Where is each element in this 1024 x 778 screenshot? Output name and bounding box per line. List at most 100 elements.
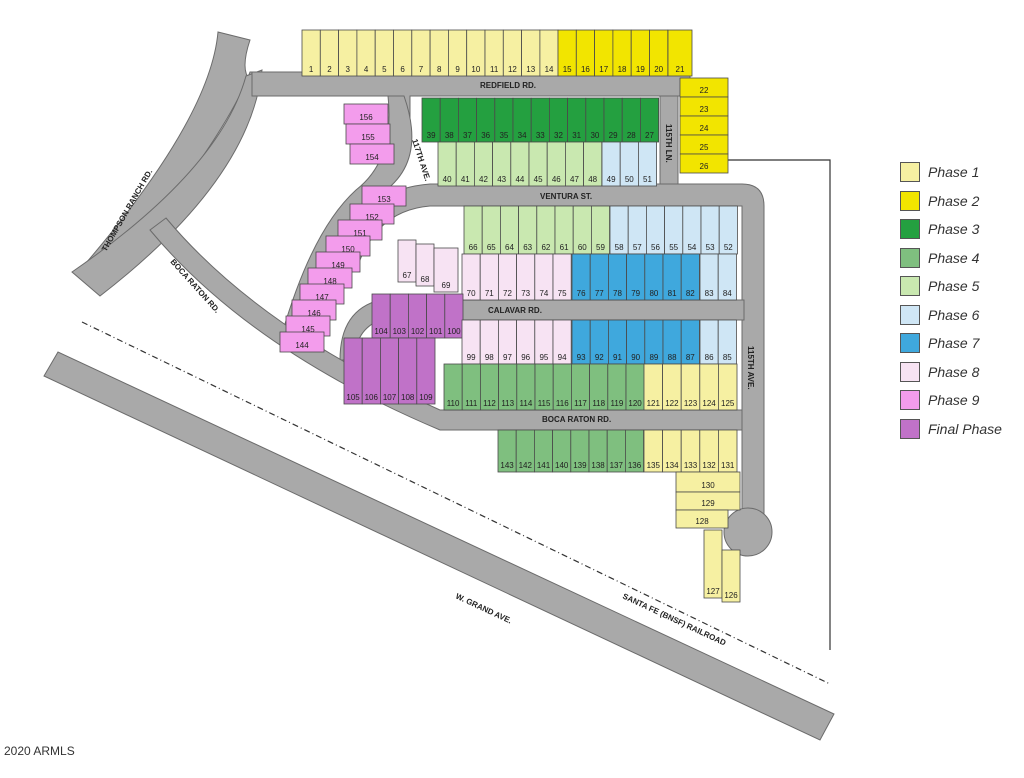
lot-31: 31 <box>567 97 587 143</box>
svg-text:112: 112 <box>483 399 496 408</box>
svg-text:61: 61 <box>560 243 569 252</box>
lot-129: 129 <box>675 491 741 511</box>
lot-104: 104 <box>371 293 391 339</box>
lot-99: 99 <box>461 319 481 365</box>
svg-text:11: 11 <box>490 65 499 74</box>
svg-text:152: 152 <box>365 213 379 222</box>
svg-text:104: 104 <box>374 327 388 336</box>
lot-63: 63 <box>518 205 538 255</box>
svg-text:129: 129 <box>701 499 715 508</box>
lot-141: 141 <box>534 429 554 473</box>
svg-text:53: 53 <box>706 243 715 252</box>
svg-text:111: 111 <box>465 399 478 408</box>
svg-text:21: 21 <box>676 65 685 74</box>
svg-text:96: 96 <box>521 353 530 362</box>
lot-41: 41 <box>455 141 475 187</box>
lot-85: 85 <box>717 319 737 365</box>
lot-18: 18 <box>612 29 632 77</box>
lot-35: 35 <box>494 97 514 143</box>
legend-item: Phase 3 <box>900 215 1020 244</box>
svg-text:71: 71 <box>485 289 494 298</box>
svg-text:45: 45 <box>534 175 543 184</box>
lot-120: 120 <box>625 363 645 411</box>
svg-text:28: 28 <box>627 131 636 140</box>
svg-text:150: 150 <box>341 245 355 254</box>
lot-100: 100 <box>444 293 464 339</box>
svg-text:60: 60 <box>578 243 587 252</box>
svg-text:84: 84 <box>723 289 732 298</box>
lot-9: 9 <box>447 29 468 77</box>
svg-text:76: 76 <box>577 289 586 298</box>
svg-text:93: 93 <box>577 353 586 362</box>
ave-115-road-label: 115TH AVE. <box>746 346 755 390</box>
svg-text:106: 106 <box>365 393 379 402</box>
lot-70: 70 <box>461 253 481 301</box>
svg-text:34: 34 <box>518 131 527 140</box>
svg-text:86: 86 <box>705 353 714 362</box>
svg-text:91: 91 <box>613 353 622 362</box>
lot-136: 136 <box>625 429 645 473</box>
legend-label: Phase 6 <box>928 306 980 323</box>
lot-77: 77 <box>589 253 609 301</box>
lot-17: 17 <box>594 29 614 77</box>
lot-11: 11 <box>484 29 504 77</box>
legend-swatch <box>900 276 920 297</box>
lot-125: 125 <box>718 363 738 411</box>
svg-text:55: 55 <box>669 243 678 252</box>
svg-text:85: 85 <box>723 353 732 362</box>
svg-text:59: 59 <box>596 243 605 252</box>
svg-text:115: 115 <box>538 399 551 408</box>
lot-38: 38 <box>439 97 459 143</box>
legend-item: Phase 2 <box>900 187 1020 216</box>
lot-20: 20 <box>649 29 669 77</box>
svg-text:153: 153 <box>377 195 391 204</box>
lot-113: 113 <box>498 363 518 411</box>
grand-ave-road-label: W. GRAND AVE. <box>454 592 513 626</box>
legend-label: Phase 9 <box>928 392 980 409</box>
lot-155: 155 <box>345 123 391 145</box>
lot-102: 102 <box>407 293 427 339</box>
svg-text:128: 128 <box>695 517 709 526</box>
lot-82: 82 <box>680 253 700 301</box>
svg-text:6: 6 <box>400 65 405 74</box>
svg-text:57: 57 <box>633 243 642 252</box>
svg-text:8: 8 <box>437 65 442 74</box>
svg-text:29: 29 <box>609 131 618 140</box>
svg-text:80: 80 <box>649 289 658 298</box>
svg-text:66: 66 <box>469 243 478 252</box>
lot-93: 93 <box>571 319 591 365</box>
svg-text:18: 18 <box>618 65 627 74</box>
legend-item: Final Phase <box>900 415 1020 444</box>
lot-142: 142 <box>515 429 535 473</box>
svg-text:154: 154 <box>365 153 379 162</box>
lot-74: 74 <box>534 253 554 301</box>
lot-24: 24 <box>679 115 729 136</box>
lot-115: 115 <box>534 363 554 411</box>
boca-raton-road <box>149 217 743 431</box>
lot-143: 143 <box>497 429 517 473</box>
lot-137: 137 <box>606 429 626 473</box>
lot-58: 58 <box>609 205 629 255</box>
thompson-ranch-road-main <box>71 69 263 297</box>
lot-118: 118 <box>589 363 609 411</box>
legend-label: Phase 4 <box>928 249 980 266</box>
lot-145: 145 <box>285 315 331 337</box>
ave-117-road-label: 117TH AVE. <box>410 138 432 182</box>
svg-text:1: 1 <box>309 65 314 74</box>
lot-123: 123 <box>680 363 701 411</box>
svg-text:46: 46 <box>552 175 561 184</box>
lot-37: 37 <box>457 97 477 143</box>
svg-text:17: 17 <box>599 65 608 74</box>
legend-label: Phase 3 <box>928 221 980 238</box>
svg-text:41: 41 <box>461 175 470 184</box>
lot-12: 12 <box>502 29 522 77</box>
svg-text:27: 27 <box>645 131 654 140</box>
svg-text:38: 38 <box>445 131 454 140</box>
legend-swatch <box>900 190 920 211</box>
lot-68: 68 <box>415 243 435 287</box>
lot-94: 94 <box>552 319 572 365</box>
lot-156: 156 <box>343 103 389 125</box>
lot-54: 54 <box>682 205 702 255</box>
svg-text:95: 95 <box>539 353 548 362</box>
svg-text:127: 127 <box>706 587 720 596</box>
